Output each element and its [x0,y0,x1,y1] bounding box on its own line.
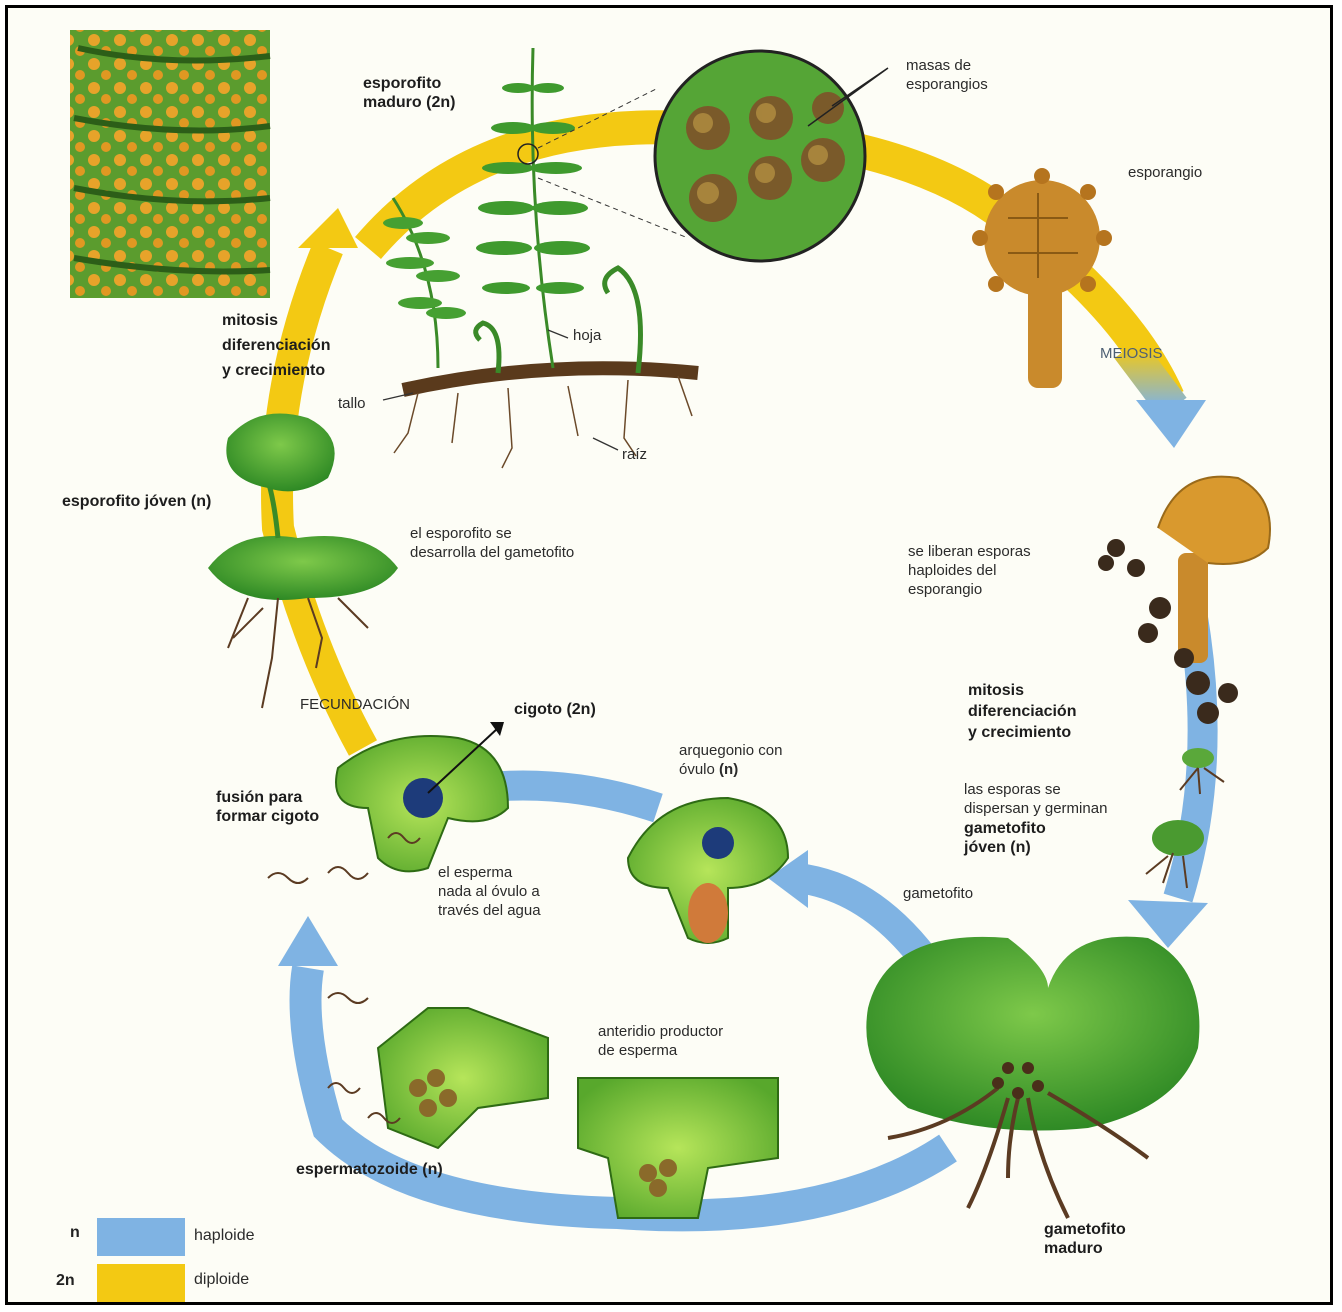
diagram-frame: esporofito maduro (2n) masas de esporang… [5,5,1333,1305]
label-espermatozoide: espermatozoide (n) [296,1160,443,1179]
young-sporophyte [208,414,398,709]
fern-photo-inset [70,30,270,298]
label-esporofito-maduro: esporofito maduro (2n) [363,74,455,112]
label-masas: masas de esporangios [906,56,988,94]
label-gametofito: gametofito [903,884,973,903]
label-esporofito-se: el esporofito se desarrolla del gametofi… [410,524,574,562]
label-dispersan: las esporas se dispersan y germinan [964,780,1107,818]
label-anteridio: anteridio productor de esperma [598,1022,723,1060]
label-meiosis: MEIOSIS [1100,344,1163,363]
label-mitosis-right: mitosis diferenciación y crecimiento [968,680,1076,743]
legend-n-symbol: n [70,1224,80,1242]
label-raiz: raíz [622,445,647,464]
label-gametofito-maduro: gametofito maduro [1044,1220,1126,1258]
legend-n-label: haploide [194,1226,255,1245]
label-tallo: tallo [338,394,366,413]
life-cycle-artwork [8,8,1330,1302]
label-arquegonio-n: (n) [719,761,738,778]
opening-sporangium [1098,477,1270,724]
label-liberan: se liberan esporas haploides del esporan… [908,542,1031,599]
label-esporofito-joven: esporofito jóven (n) [62,492,211,511]
label-hoja: hoja [573,326,601,345]
label-cigoto: cigoto (2n) [514,700,596,719]
legend-2n-symbol: 2n [56,1272,75,1290]
legend-2n-label: diploide [194,1270,249,1289]
sori-magnification [655,51,888,261]
legend-haploid-swatch [97,1218,185,1256]
label-esperma-nada: el esperma nada al óvulo a través del ag… [438,863,541,920]
label-mitosis-top: mitosis diferenciación y crecimiento [222,308,330,383]
label-fecundacion: FECUNDACIÓN [300,695,410,714]
label-arquegonio: arquegonio con óvulo (n) [679,741,782,779]
legend-diploid-swatch [97,1264,185,1302]
label-gametofito-joven: gametofito jóven (n) [964,819,1046,857]
label-esporangio: esporangio [1128,163,1202,182]
label-fusion: fusión para formar cigoto [216,788,319,826]
